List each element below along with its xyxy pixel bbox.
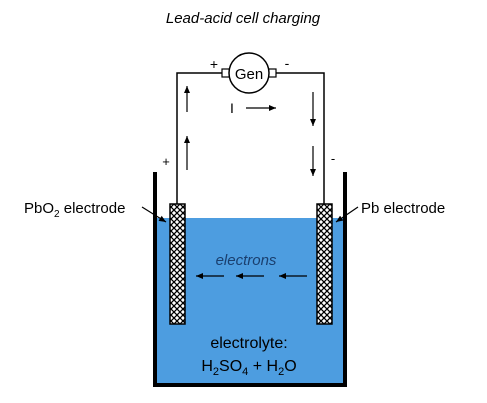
- formula-so: SO: [219, 358, 242, 375]
- formula-o: O: [284, 358, 296, 375]
- generator-plus-sign: +: [210, 56, 218, 72]
- formula-sub-4: 4: [242, 366, 248, 378]
- left-electrode-polarity: +: [162, 154, 170, 169]
- electrons-label: electrons: [216, 252, 277, 269]
- electrolyte-label: electrolyte:: [210, 335, 287, 352]
- formula-sub-2b: 2: [278, 366, 284, 378]
- pb-electrode: [316, 203, 333, 325]
- right-electrode-polarity: -: [331, 151, 335, 166]
- generator-label: Gen: [235, 66, 263, 83]
- pb-electrode-label: Pb electrode: [361, 200, 445, 217]
- generator-circle: [228, 52, 270, 94]
- pbo2-pointer: [141, 206, 167, 223]
- electrolyte-fill: [155, 218, 345, 384]
- pb-pointer: [335, 206, 359, 223]
- pbo2-subscript: 2: [54, 209, 60, 220]
- pbo2-electrode: [169, 203, 186, 325]
- wire-right: [275, 72, 325, 205]
- current-label: I: [230, 100, 234, 116]
- electrolyte-formula: H2SO4 + H2O: [201, 358, 296, 378]
- formula-plus-h: + H: [248, 358, 278, 375]
- formula-h: H: [201, 358, 213, 375]
- pbo2-formula: PbO: [24, 200, 54, 217]
- diagram-title: Lead-acid cell charging: [166, 10, 321, 27]
- beaker: [153, 172, 347, 387]
- wire-left: [176, 72, 223, 205]
- pbo2-electrode-label: PbO2 electrode: [24, 200, 125, 220]
- formula-sub-2a: 2: [213, 366, 219, 378]
- generator-minus-sign: -: [285, 55, 290, 71]
- pbo2-suffix: electrode: [60, 200, 126, 217]
